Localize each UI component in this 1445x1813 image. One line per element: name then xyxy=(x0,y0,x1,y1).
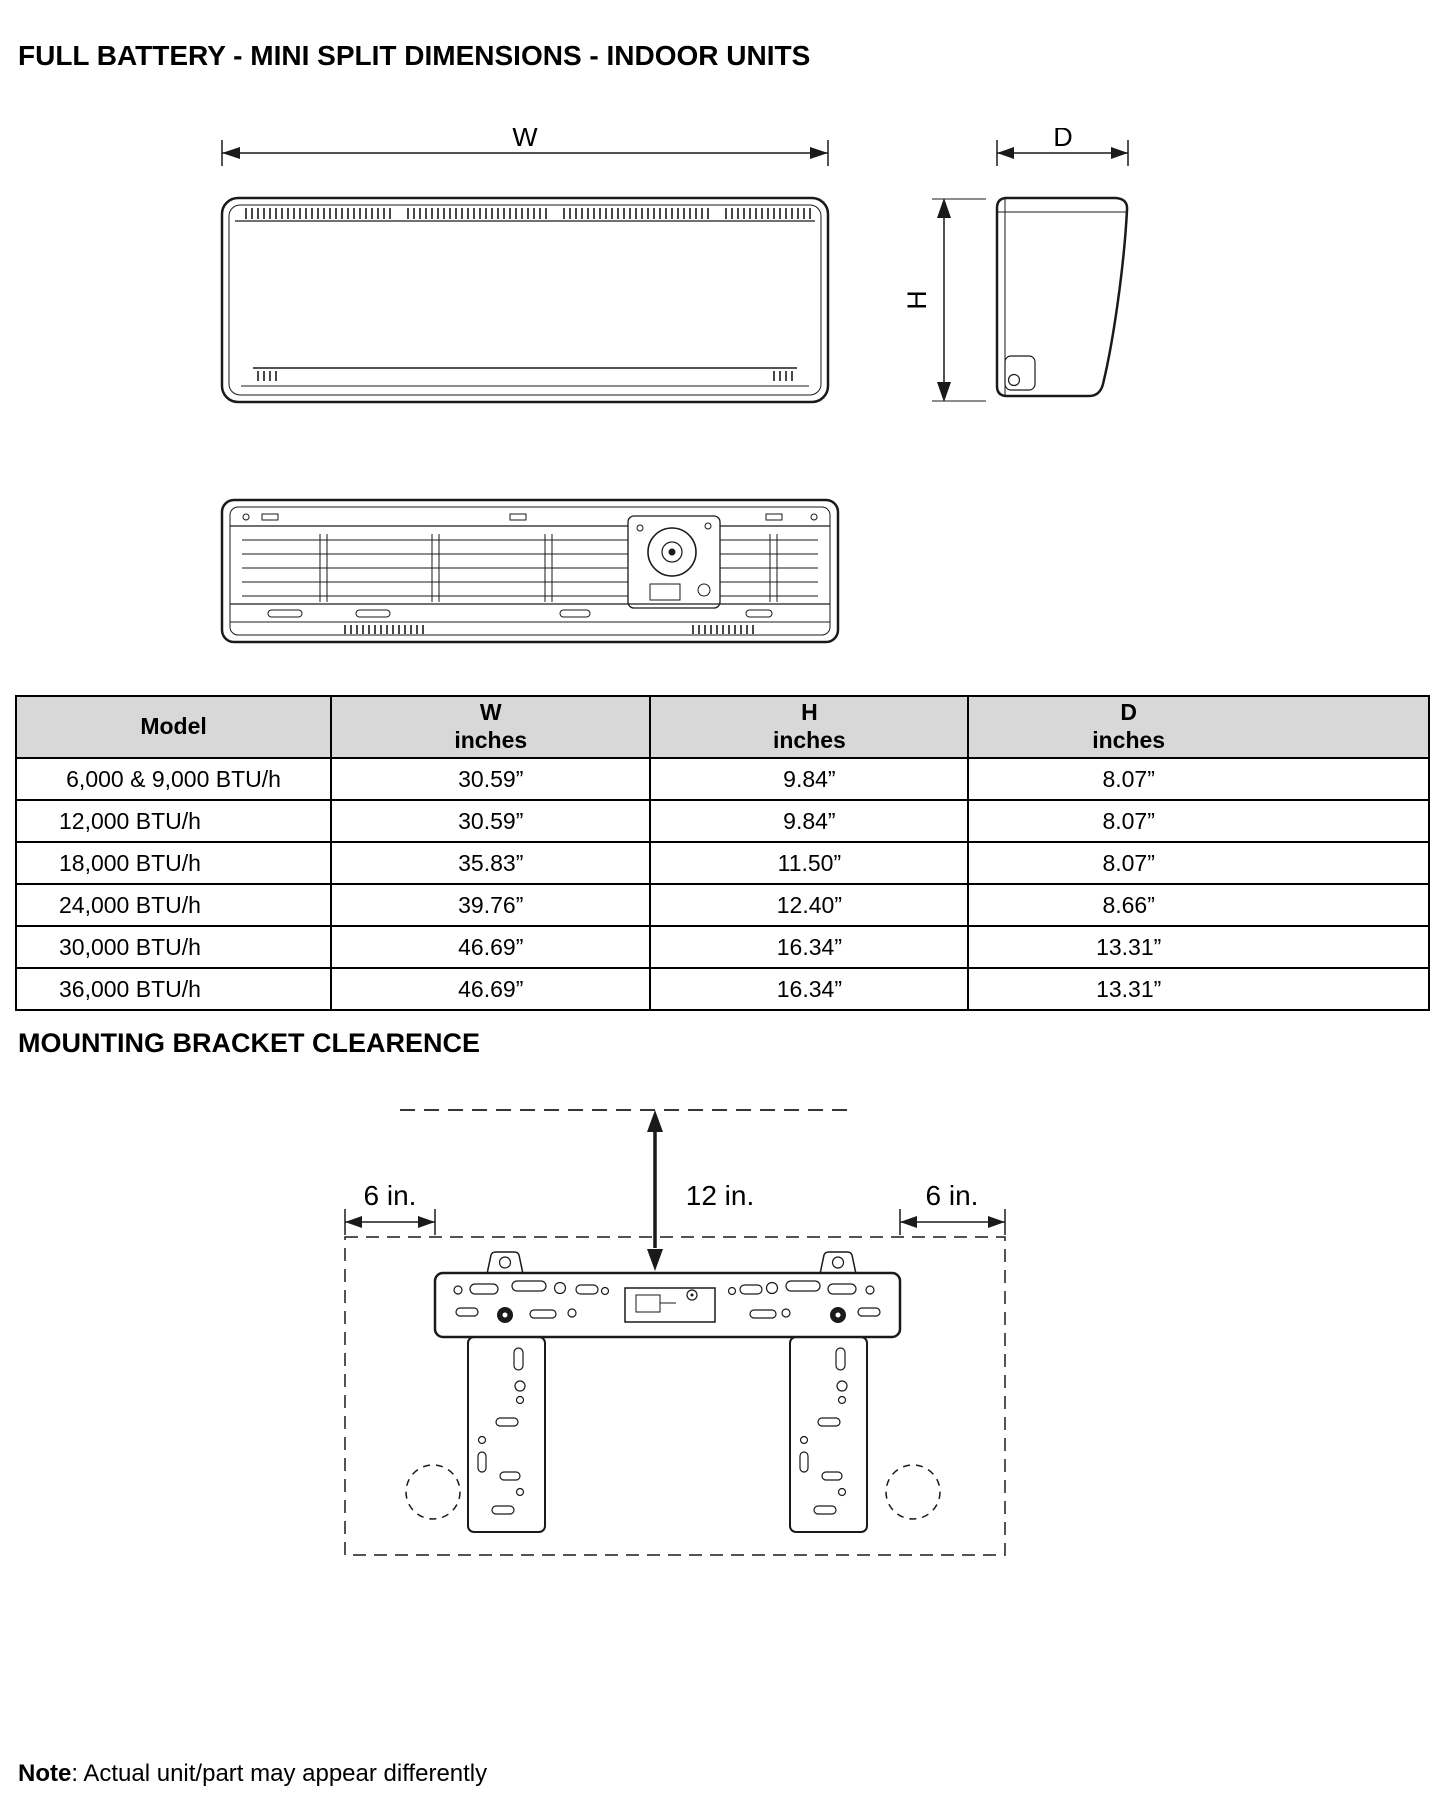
model-cell: 6,000 & 9,000 BTU/h xyxy=(14,757,333,801)
model-cell: 12,000 BTU/h xyxy=(14,799,333,843)
mounting-bracket-diagram: 12 in. 6 in. 6 in. xyxy=(344,1109,1006,1556)
w-dimension-label: W xyxy=(512,128,538,152)
right-clearance-dim xyxy=(899,1209,1006,1235)
d-cell: 8.07” xyxy=(967,799,1430,843)
pipe-hole-left xyxy=(405,1464,461,1520)
page-title: FULL BATTERY - MINI SPLIT DIMENSIONS - I… xyxy=(18,40,811,71)
table-row: 18,000 BTU/h 35.83” 11.50” 8.07” xyxy=(14,841,1430,885)
mounting-bracket xyxy=(433,1251,902,1533)
fan-motor-assembly xyxy=(627,515,721,609)
h-cell: 16.34” xyxy=(649,967,970,1011)
w-dimension: W xyxy=(221,128,829,166)
note-text: : Actual unit/part may appear differentl… xyxy=(71,1760,488,1787)
model-cell: 36,000 BTU/h xyxy=(14,967,333,1011)
h-cell: 9.84” xyxy=(649,799,970,843)
w-cell: 30.59” xyxy=(330,799,652,843)
d-dimension: D xyxy=(996,128,1129,166)
left-clearance-label: 6 in. xyxy=(364,1180,417,1211)
note-label: Note xyxy=(18,1760,72,1787)
h-cell: 11.50” xyxy=(649,841,970,885)
w-cell: 46.69” xyxy=(330,967,652,1011)
d-cell: 8.07” xyxy=(967,841,1430,885)
header-model: Model xyxy=(14,695,333,759)
w-cell: 39.76” xyxy=(330,883,652,927)
top-clearance-arrow xyxy=(647,1110,663,1271)
d-cell: 8.07” xyxy=(967,757,1430,801)
table-row: 6,000 & 9,000 BTU/h 30.59” 9.84” 8.07” xyxy=(14,757,1430,801)
back-unit-outline xyxy=(220,498,840,644)
model-cell: 24,000 BTU/h xyxy=(14,883,333,927)
table-row: 36,000 BTU/h 46.69” 16.34” 13.31” xyxy=(14,967,1430,1011)
side-view-drawing: D H xyxy=(902,128,1129,402)
h-cell: 9.84” xyxy=(649,757,970,801)
table-row: 24,000 BTU/h 39.76” 12.40” 8.66” xyxy=(14,883,1430,927)
model-cell: 18,000 BTU/h xyxy=(14,841,333,885)
h-cell: 12.40” xyxy=(649,883,970,927)
pipe-hole-right xyxy=(885,1464,941,1520)
note: Note: Actual unit/part may appear differ… xyxy=(18,1760,487,1788)
right-clearance-label: 6 in. xyxy=(926,1180,979,1211)
w-cell: 35.83” xyxy=(330,841,652,885)
model-cell: 30,000 BTU/h xyxy=(14,925,333,969)
d-cell: 8.66” xyxy=(967,883,1430,927)
d-cell: 13.31” xyxy=(967,925,1430,969)
clearance-boundary xyxy=(344,1236,1006,1556)
front-unit-outline xyxy=(220,196,830,404)
d-dimension-label: D xyxy=(1053,128,1073,152)
h-cell: 16.34” xyxy=(649,925,970,969)
back-view-drawing xyxy=(220,498,840,644)
w-cell: 46.69” xyxy=(330,925,652,969)
front-view-drawing: W xyxy=(220,128,830,404)
side-unit-outline xyxy=(995,196,1129,398)
d-cell: 13.31” xyxy=(967,967,1430,1011)
left-clearance-dim xyxy=(344,1209,436,1235)
h-dimension-label: H xyxy=(902,290,932,310)
h-dimension: H xyxy=(902,198,986,402)
mounting-section-title: MOUNTING BRACKET CLEARENCE xyxy=(18,1028,480,1058)
w-cell: 30.59” xyxy=(330,757,652,801)
table-row: 30,000 BTU/h 46.69” 16.34” 13.31” xyxy=(14,925,1430,969)
table-row: 12,000 BTU/h 30.59” 9.84” 8.07” xyxy=(14,799,1430,843)
top-clearance-label: 12 in. xyxy=(686,1180,755,1211)
